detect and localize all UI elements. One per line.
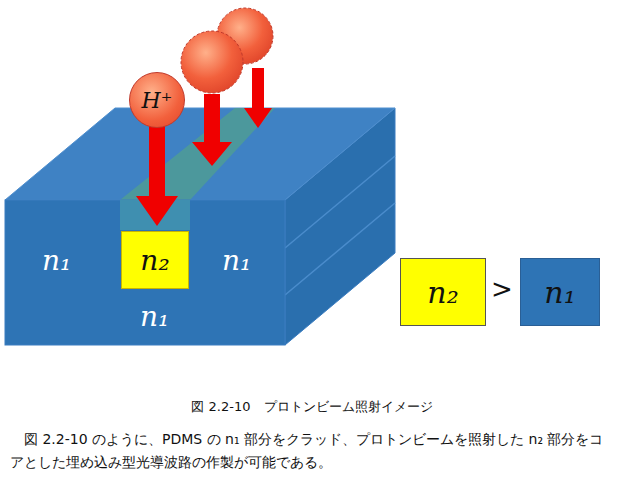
beam-arrow (136, 126, 178, 226)
block-front (5, 200, 285, 345)
node-text: H⁺ (142, 88, 173, 113)
clad-label: n₁ (42, 244, 71, 277)
beam-arrow (192, 94, 232, 166)
proton-ball (181, 31, 243, 93)
proton-ball: H⁺ (129, 72, 185, 128)
legend-clad-box: n₁ (520, 258, 600, 326)
clad-label: n₁ (140, 300, 169, 333)
body-text: 図 2.2-10 のように、PDMS の n₁ 部分をクラッド、プロトンビームを… (10, 428, 614, 474)
block-top (5, 108, 395, 200)
node-text: n₁ (544, 275, 575, 310)
figure-caption: 図 2.2-10 プロトンビーム照射イメージ (0, 398, 624, 416)
legend-core-box: n₂ (400, 258, 486, 326)
node-text: n₂ (427, 275, 458, 310)
core-region: n₂ (121, 231, 189, 289)
comparison-sign: > (491, 274, 513, 304)
node-text: n₂ (140, 244, 169, 277)
beam-arrow (244, 68, 272, 128)
layer-line (285, 203, 395, 295)
clad-label: n₁ (222, 244, 251, 277)
